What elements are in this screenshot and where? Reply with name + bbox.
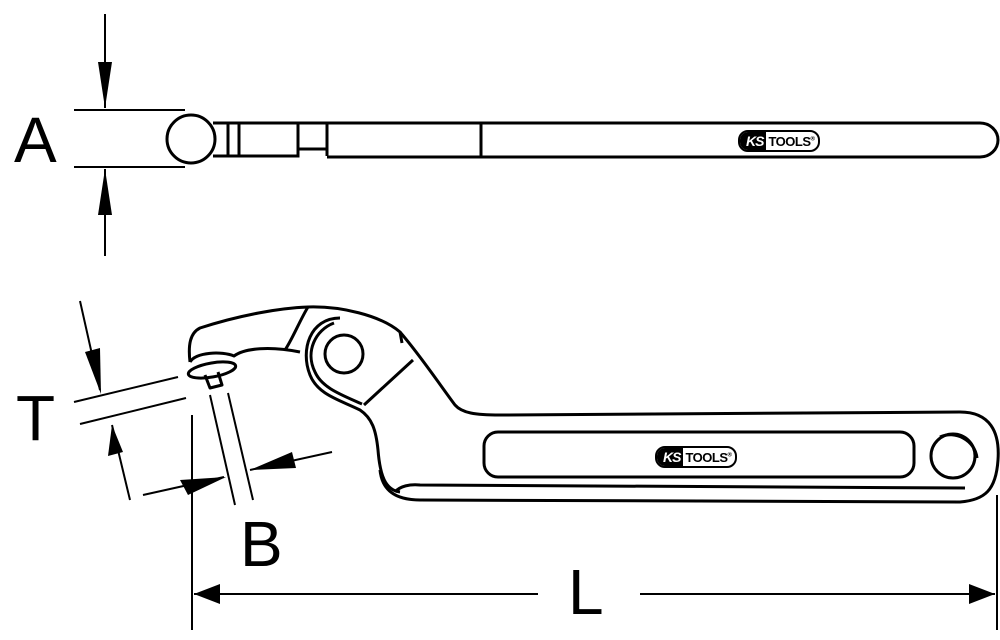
- brand-logo-top: KS TOOLS®: [738, 130, 821, 152]
- brand-logo-handle: KS TOOLS®: [655, 446, 738, 468]
- dim-t: [73, 300, 187, 501]
- top-view: [74, 14, 1000, 256]
- dim-label-a: A: [14, 104, 57, 176]
- dim-label-l: L: [568, 556, 604, 628]
- dim-b: [142, 392, 333, 506]
- hook-head: [187, 305, 404, 363]
- registered-mark: ®: [810, 136, 815, 143]
- pin-end: [165, 113, 217, 165]
- registered-mark: ®: [727, 452, 732, 459]
- dim-label-t: T: [16, 382, 56, 454]
- dim-label-b: B: [240, 508, 283, 580]
- dim-l: [191, 415, 998, 630]
- side-view: [186, 305, 1000, 504]
- brand-name: TOOLS: [768, 133, 811, 149]
- brand-mark: KS: [740, 132, 767, 150]
- hinge-pivot: [323, 333, 365, 375]
- handle-slot: [482, 430, 916, 479]
- brand-mark: KS: [657, 448, 684, 466]
- brand-name: TOOLS: [685, 449, 728, 465]
